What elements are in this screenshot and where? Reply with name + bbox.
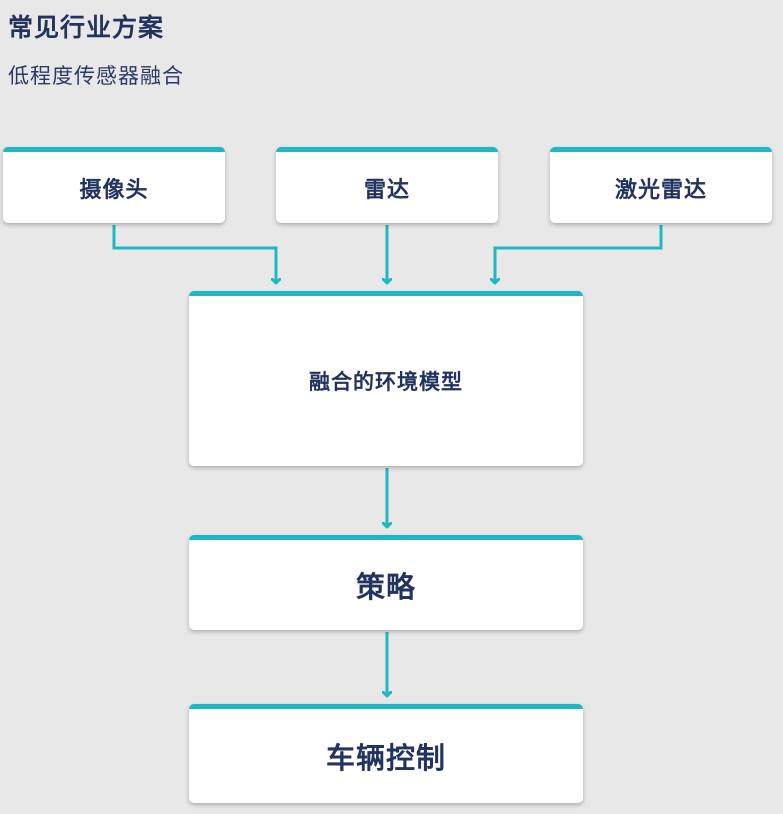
fused-model-label: 融合的环境模型 [309, 370, 463, 394]
lidar-label: 激光雷达 [614, 177, 707, 203]
radar-label: 雷达 [363, 177, 410, 203]
vehicle-control-node: 车辆控制 [189, 704, 583, 803]
strategy-node: 策略 [189, 535, 583, 630]
page-subtitle: 低程度传感器融合 [8, 64, 184, 88]
camera-node: 摄像头 [3, 147, 225, 223]
lidar-node: 激光雷达 [550, 147, 772, 223]
arrow-camera-to-model [112, 225, 276, 283]
strategy-label: 策略 [355, 570, 416, 604]
camera-label: 摄像头 [79, 177, 149, 203]
arrow-lidar-to-model [495, 225, 663, 283]
vehicle-control-label: 车辆控制 [325, 741, 446, 775]
fused-model-node: 融合的环境模型 [189, 291, 583, 466]
page-title: 常见行业方案 [8, 13, 165, 42]
radar-node: 雷达 [276, 147, 498, 223]
